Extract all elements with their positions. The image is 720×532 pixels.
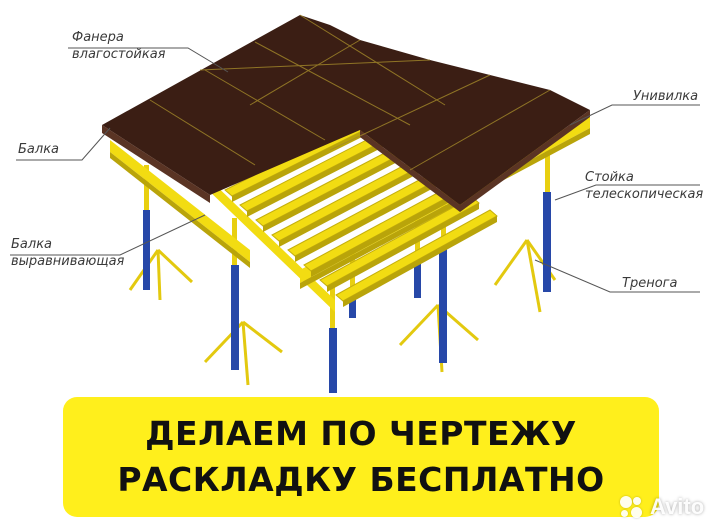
label-plywood: Фанера влагостойкая bbox=[72, 29, 165, 63]
prop-back-left bbox=[143, 165, 150, 290]
avito-watermark: Avito bbox=[618, 494, 704, 520]
label-telescopic-prop-line1: Стойка bbox=[585, 170, 634, 185]
label-leveling-beam-line2: выравнивающая bbox=[11, 254, 125, 269]
label-beam-line1: Балка bbox=[18, 142, 60, 157]
avito-logo-icon bbox=[618, 494, 644, 520]
promo-banner-line2: РАСКЛАДКУ БЕСПЛАТНО bbox=[117, 460, 605, 499]
label-leveling-beam: Балка выравнивающая bbox=[11, 236, 124, 270]
label-tripod: Тренога bbox=[622, 275, 677, 292]
label-plywood-line2: влагостойкая bbox=[72, 47, 166, 62]
label-leveling-beam-line1: Балка bbox=[11, 237, 53, 252]
label-tripod-line1: Тренога bbox=[622, 276, 678, 291]
leader-lines bbox=[10, 47, 700, 293]
label-plywood-line1: Фанера bbox=[72, 30, 124, 45]
label-telescopic-prop-line2: телескопическая bbox=[585, 187, 704, 202]
tripod-left-front bbox=[203, 320, 283, 386]
plywood-deck bbox=[102, 14, 590, 212]
label-unifork: Унивилка bbox=[633, 88, 698, 105]
label-telescopic-prop: Стойка телескопическая bbox=[585, 169, 703, 203]
avito-watermark-text: Avito bbox=[650, 494, 705, 519]
promo-banner: ДЕЛАЕМ ПО ЧЕРТЕЖУ РАСКЛАДКУ БЕСПЛАТНО bbox=[63, 397, 659, 517]
label-unifork-line1: Унивилка bbox=[633, 89, 699, 104]
tripod-left-back bbox=[128, 248, 194, 301]
label-beam: Балка bbox=[18, 141, 59, 158]
promo-banner-line1: ДЕЛАЕМ ПО ЧЕРТЕЖУ bbox=[145, 414, 577, 453]
prop-back-right bbox=[543, 140, 551, 292]
